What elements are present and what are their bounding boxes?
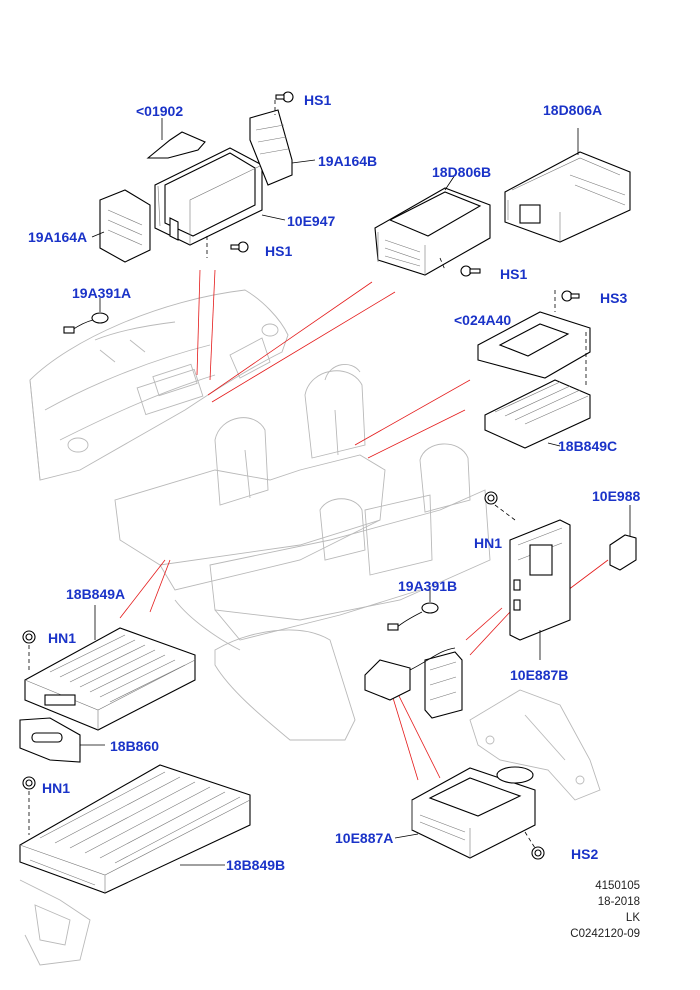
- part-18d806a-unit: [504, 128, 631, 243]
- screw-hs1-right: [460, 265, 481, 277]
- reference-date: 18-2018: [597, 896, 640, 908]
- red-leaders: [119, 269, 609, 781]
- part-01902-cover: [146, 118, 206, 159]
- screw-hs1-mid: [230, 241, 249, 253]
- bolt-hn1-right: [484, 491, 498, 505]
- callout-hn1-right: HN1: [474, 535, 503, 551]
- part-10e887a-unit: [394, 766, 536, 859]
- callout-19a164b: 19A164B: [318, 153, 378, 169]
- callout-18b860: 18B860: [110, 738, 160, 754]
- callout-10e887a: 10E887A: [335, 830, 394, 846]
- bolt-hn1-left-top: [22, 630, 36, 670]
- part-module-connector: [364, 647, 463, 719]
- seats-ghost: [114, 364, 491, 741]
- screw-hs1-top: [275, 91, 294, 103]
- reference-model: LK: [625, 912, 640, 924]
- callout-18b849a: 18B849A: [66, 586, 126, 602]
- callout-10e947: 10E947: [287, 213, 336, 229]
- part-10e947-display: [154, 147, 286, 258]
- callout-18b849c: 18B849C: [558, 438, 618, 454]
- part-18b849c-amplifier: [484, 379, 591, 449]
- part-10e988-card: [609, 505, 637, 571]
- floor-ghost: [19, 879, 91, 966]
- callout-hs2: HS2: [571, 846, 599, 862]
- screw-hs2: [531, 846, 545, 860]
- part-18b860-bracket: [19, 717, 105, 763]
- callout-024a40: <024A40: [454, 312, 512, 328]
- part-10e887b-module: [494, 504, 571, 660]
- part-19a164b-module: [249, 100, 316, 186]
- callout-01902: <01902: [136, 103, 184, 119]
- callout-19a391b: 19A391B: [398, 578, 458, 594]
- bolt-hn1-left-bottom: [22, 776, 36, 835]
- callout-hn1-left-top: HN1: [48, 630, 77, 646]
- callout-hs1-right: HS1: [500, 266, 528, 282]
- bracket-ghost: [469, 689, 601, 801]
- callout-10e887b: 10E887B: [510, 667, 569, 683]
- part-18b849a-amplifier: [24, 605, 196, 731]
- part-19a391a-sensor: [63, 298, 109, 334]
- callout-hs1-mid: HS1: [265, 243, 293, 259]
- reference-number: 4150105: [595, 880, 640, 892]
- callout-18b849b: 18B849B: [226, 857, 286, 873]
- callout-hs3: HS3: [600, 290, 628, 306]
- reference-code: C0242120-09: [570, 928, 640, 940]
- part-18d806b-unit: [374, 174, 491, 276]
- reference-block: 4150105 18-2018 LK C0242120-09: [570, 878, 640, 942]
- part-19a391b-sensor: [387, 590, 439, 631]
- callout-19a391a: 19A391A: [72, 285, 132, 301]
- callout-19a164a: 19A164A: [28, 229, 88, 245]
- part-024a40-bracket: [477, 290, 591, 385]
- part-19a164a-module: [91, 189, 151, 263]
- part-18b849b-amplifier: [19, 764, 251, 894]
- callout-18d806a: 18D806A: [543, 102, 603, 118]
- callout-18d806b: 18D806B: [432, 164, 492, 180]
- callout-hn1-left-bottom: HN1: [42, 780, 71, 796]
- dashboard-ghost: [29, 289, 289, 481]
- screw-hs3: [561, 290, 580, 302]
- callout-hs1-top: HS1: [304, 92, 332, 108]
- callout-10e988: 10E988: [592, 488, 641, 504]
